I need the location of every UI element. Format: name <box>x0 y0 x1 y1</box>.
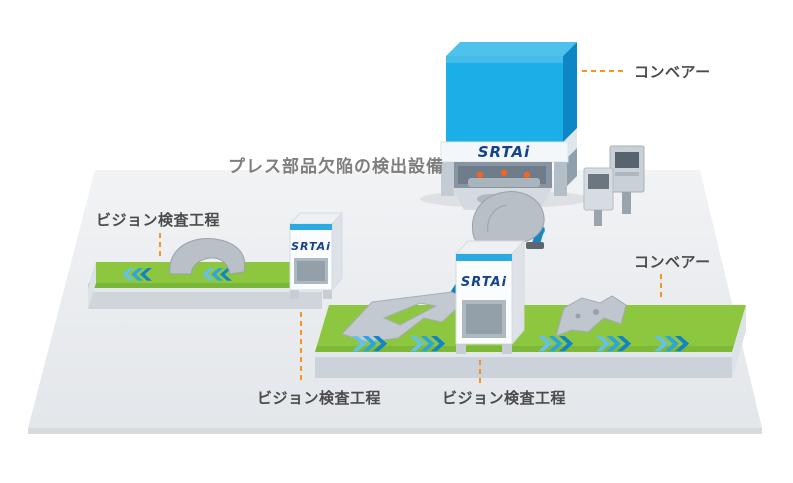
label-conveyor-top: コンベアー <box>634 63 711 81</box>
press-leg-right <box>554 162 567 196</box>
leader-lines <box>159 70 662 384</box>
kiosk-screen <box>588 174 609 189</box>
station-left-brand-label: SRTAi <box>291 240 331 253</box>
station-center-brand-label: SRTAi <box>461 275 507 290</box>
part-hole <box>575 313 581 319</box>
robot-gripper <box>526 242 544 249</box>
conveyor-left-front <box>88 288 322 309</box>
kiosk-stand <box>622 192 631 214</box>
conveyor-left-cap <box>88 262 96 309</box>
press-part-dot <box>476 171 484 179</box>
station-side <box>511 239 525 346</box>
station-accent-stripe <box>456 254 512 261</box>
conveyor-left-front-lip <box>88 288 322 292</box>
press-front-highlight <box>446 56 563 63</box>
vision-station-left: SRTAi <box>288 211 344 299</box>
control-kiosk-front <box>583 167 614 226</box>
kiosk-stand <box>594 210 602 226</box>
station-leg <box>323 290 332 299</box>
station-tunnel-inner <box>297 261 325 281</box>
station-tunnel-inner <box>466 304 502 334</box>
label-press-equipment-title: プレス部品欠陥の検出設備 <box>228 157 444 177</box>
label-conveyor-right: コンベアー <box>634 253 711 271</box>
kiosk-panel <box>615 172 639 176</box>
station-leg <box>456 344 466 354</box>
kiosk-screen <box>615 152 639 168</box>
part-fender <box>169 238 246 275</box>
conveyor-front-lip <box>315 352 732 357</box>
press-brand-label: SRTAi <box>478 143 531 161</box>
part-bracket <box>555 295 627 337</box>
press-machine: SRTAi <box>420 42 590 208</box>
station-side <box>331 211 343 292</box>
label-vision-process-bottom-center: ビジョン検査工程 <box>442 389 567 407</box>
station-accent-stripe <box>290 224 332 230</box>
station-leg <box>502 344 512 354</box>
press-roof <box>446 42 577 56</box>
conveyor-front-cap <box>732 305 746 378</box>
label-vision-process-left: ビジョン検査工程 <box>96 211 221 229</box>
press-leg-left <box>441 162 454 196</box>
part-hole <box>593 309 599 315</box>
press-die-tray <box>468 178 540 187</box>
control-kiosk-back <box>609 145 645 214</box>
part-frame <box>341 291 467 343</box>
station-leg <box>290 290 299 299</box>
label-vision-process-bottom-left: ビジョン検査工程 <box>257 389 382 407</box>
conveyor-left-top-edge <box>88 283 323 288</box>
press-part-dot <box>523 171 531 179</box>
vision-station-center: SRTAi <box>454 239 526 354</box>
press-part-dot <box>500 169 508 177</box>
press-side <box>563 42 577 144</box>
press-front <box>446 56 563 142</box>
